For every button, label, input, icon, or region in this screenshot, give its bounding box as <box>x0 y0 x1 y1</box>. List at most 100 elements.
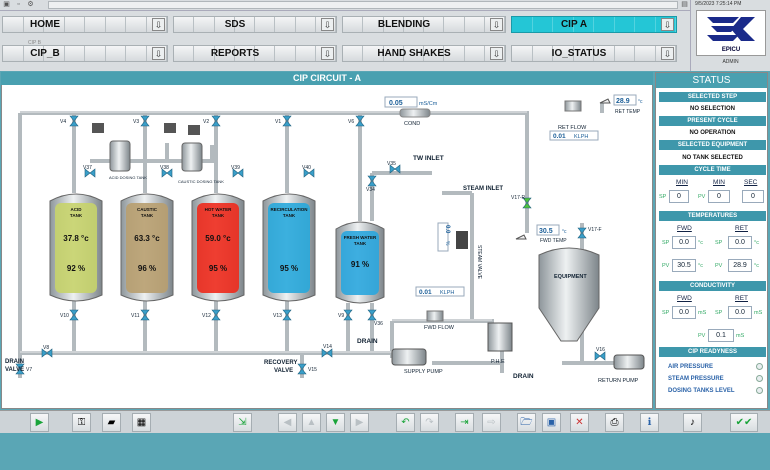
temp-ret-label: RET <box>735 225 748 232</box>
valve-v38[interactable]: V38 <box>160 165 173 178</box>
nav-sds-button[interactable]: SDS ⇩ <box>173 16 337 33</box>
chevron-down-icon[interactable]: ⇩ <box>321 47 334 60</box>
chevron-down-icon[interactable]: ⇩ <box>661 18 674 31</box>
arrow-down-icon[interactable]: ▼ <box>326 413 345 432</box>
nav-cip-a-button[interactable]: CIP A ⇩ <box>511 16 677 33</box>
open-file-icon[interactable]: 🗁 <box>517 413 536 432</box>
cond-sp-ret-field[interactable]: 0.0 <box>728 306 752 319</box>
process-diagram: 0.05 mS/Cm COND RET FLOW 0.01 KLPH 28.9 … <box>5 94 645 384</box>
temp-pv-fwd-field: 30.5 <box>672 259 696 272</box>
sound-icon[interactable]: ♪ <box>683 413 702 432</box>
next-icon[interactable]: ⇨ <box>482 413 501 432</box>
caustic-dosing-tank[interactable] <box>181 142 203 172</box>
valve-v34[interactable]: V34 <box>366 175 377 193</box>
valve-v14[interactable]: V14 <box>321 344 333 358</box>
valve-label: V40 <box>302 165 311 171</box>
valve-v8[interactable]: V8 <box>41 345 53 358</box>
cond-sp-fwd-field[interactable]: 0.0 <box>672 306 696 319</box>
valve-v35[interactable]: V35 <box>387 161 401 174</box>
temp-sp-ret-field[interactable]: 0.0 <box>728 236 752 249</box>
save-icon[interactable]: ▣ <box>542 413 561 432</box>
valve-v7[interactable]: V7 <box>15 363 32 375</box>
valve-v12[interactable]: V12 <box>202 309 221 321</box>
acknowledge-icon[interactable]: ✔✔ <box>730 413 758 432</box>
valve-v39[interactable]: V39 <box>231 165 244 178</box>
phe-icon[interactable] <box>487 322 513 352</box>
arrow-right-icon[interactable]: ▶ <box>350 413 369 432</box>
valve-v16[interactable]: V16 <box>594 347 606 361</box>
tank-level: 96 % <box>138 264 156 273</box>
valve-v13[interactable]: V13 <box>273 309 292 321</box>
key-icon[interactable]: ⚿ <box>72 413 91 432</box>
chevron-down-icon[interactable]: ⇩ <box>661 47 674 60</box>
delete-icon[interactable]: ✕ <box>570 413 589 432</box>
tank-name: TANK <box>212 213 225 218</box>
arrow-left-icon[interactable]: ◀ <box>278 413 297 432</box>
chevron-down-icon[interactable]: ⇩ <box>152 18 165 31</box>
valve-v9[interactable]: V9 <box>338 309 353 321</box>
valve-v15[interactable]: V15 <box>297 363 317 375</box>
insert-icon[interactable]: ⇥ <box>455 413 474 432</box>
folder-icon[interactable]: ▰ <box>102 413 121 432</box>
settings-icon[interactable]: ⚙ <box>27 1 34 8</box>
valve-v10[interactable]: V10 <box>60 309 79 321</box>
cycle-sp-field[interactable]: 0 <box>669 190 689 203</box>
export-icon[interactable]: ⇲ <box>233 413 252 432</box>
nav-blending-button[interactable]: BLENDING ⇩ <box>342 16 506 33</box>
temp-pv-label-2: PV <box>715 263 723 269</box>
tank-temp: 37.8 °c <box>63 234 89 243</box>
temp-pv-label: PV <box>662 263 670 269</box>
cycle-sec-field[interactable]: 0 <box>742 190 764 203</box>
valve-v36[interactable]: V36 <box>367 309 383 327</box>
chevron-down-icon[interactable]: ⇩ <box>321 18 334 31</box>
drain-label-2: DRAIN <box>513 373 534 380</box>
acid-dosing-tank[interactable] <box>109 140 131 172</box>
play-icon[interactable]: ▶ <box>30 413 49 432</box>
app-icon[interactable]: ▣ <box>3 1 10 8</box>
steam-value: 0.0 <box>444 225 450 234</box>
cycle-pv-label: PV <box>698 194 706 200</box>
redo-icon[interactable]: ↷ <box>420 413 439 432</box>
temp-sp-fwd-field[interactable]: 0.0 <box>672 236 696 249</box>
info-icon[interactable]: ℹ <box>640 413 659 432</box>
cycle-pv-field[interactable]: 0 <box>708 190 730 203</box>
nav-hand-shakes-button[interactable]: HAND SHAKES ⇩ <box>342 45 506 62</box>
present-cycle-value: NO OPERATION <box>689 130 736 136</box>
valve-v6[interactable]: V6 <box>348 115 365 127</box>
chevron-down-icon[interactable]: ⇩ <box>490 18 503 31</box>
valve-v3[interactable]: V3 <box>133 115 150 127</box>
undo-icon[interactable]: ↶ <box>396 413 415 432</box>
nav-io-status-button[interactable]: IO_STATUS ⇩ <box>511 45 677 62</box>
valve-v17-f[interactable]: V17-F <box>577 227 602 239</box>
steam-valve-icon[interactable] <box>456 231 468 249</box>
minimize-icon[interactable]: ▫ <box>17 1 20 8</box>
print-icon[interactable]: ⎙ <box>605 413 624 432</box>
return-pump-icon[interactable] <box>613 354 645 370</box>
valve-v4[interactable]: V4 <box>60 115 79 127</box>
arrow-up-icon[interactable]: ▲ <box>302 413 321 432</box>
valve-v17-r[interactable]: V17-R <box>511 195 532 209</box>
nav-cip-b-button[interactable]: CIP_B ⇩ <box>2 45 168 62</box>
cond-pv-label: PV <box>698 333 706 339</box>
valve-v37[interactable]: V37 <box>83 165 96 178</box>
ret-flow-label: RET FLOW <box>558 125 587 131</box>
valve-v1[interactable]: V1 <box>275 115 292 127</box>
chevron-down-icon[interactable]: ⇩ <box>152 47 165 60</box>
valve-v2[interactable]: V2 <box>203 115 221 127</box>
chevron-down-icon[interactable]: ⇩ <box>490 47 503 60</box>
supply-pump-icon[interactable] <box>391 348 427 366</box>
alarm-icon[interactable]: ▤ <box>681 1 688 8</box>
nav-reports-button[interactable]: REPORTS ⇩ <box>173 45 337 62</box>
equipment-vessel[interactable] <box>538 247 600 342</box>
nav-home-button[interactable]: HOME ⇩ <box>2 16 168 33</box>
valve-v40[interactable]: V40 <box>302 165 315 178</box>
table-icon[interactable]: ▦ <box>132 413 151 432</box>
ret-flow-unit: KLPH <box>574 134 588 140</box>
valve-v11[interactable]: V11 <box>131 309 150 321</box>
